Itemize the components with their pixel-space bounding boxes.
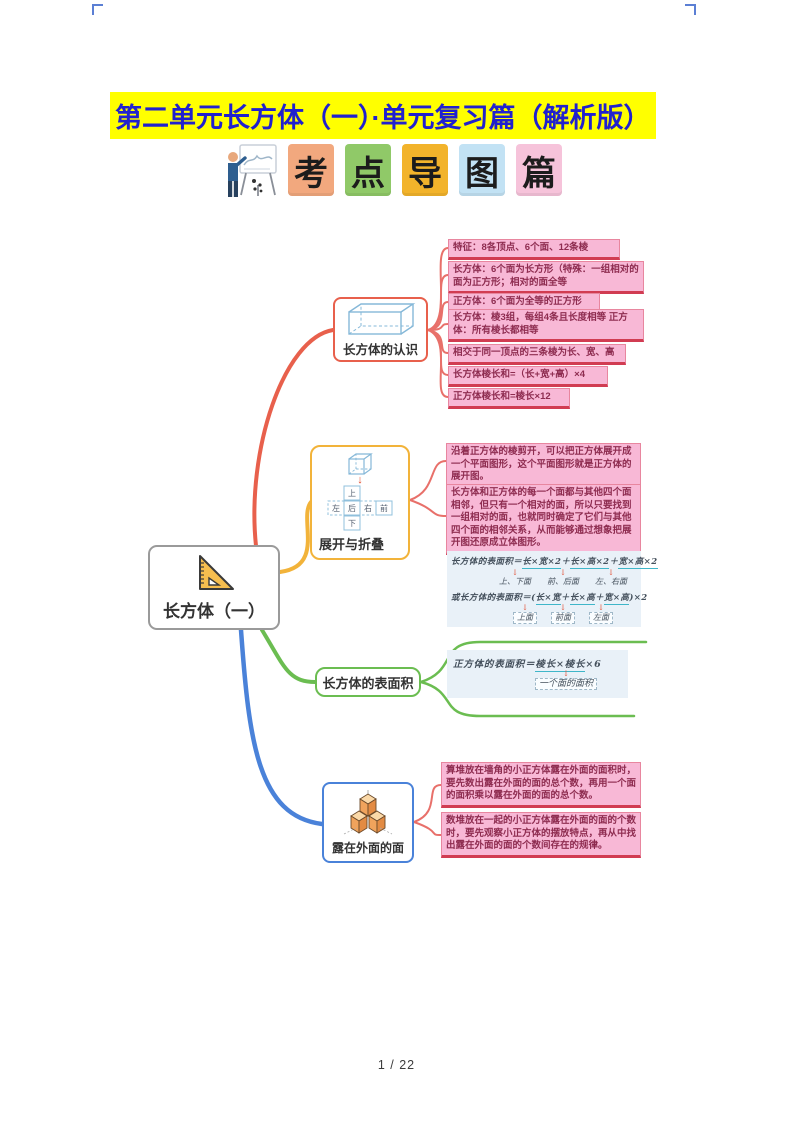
- page-number: 1 / 22: [377, 1058, 416, 1072]
- note-unfold-method: 长方体和正方体的每一个面都与其他四个面相邻，但只有一个相对的面，所以只要找到一组…: [446, 484, 641, 555]
- banner-tile-tu: 图: [459, 144, 505, 196]
- formula-label-left-right: ↓ 左、右面: [595, 568, 627, 587]
- banner-tile-dian: 点: [345, 144, 391, 196]
- stacked-cubes-icon: [343, 789, 393, 834]
- leaf-note-edge-sum-cuboid: 长方体棱长和=（长+宽+高）×4: [448, 366, 608, 387]
- banner-tiles: 考 点 导 图 篇: [288, 144, 562, 196]
- topic-node-surface-area: 长方体的表面积: [315, 667, 421, 697]
- formula-label-top-bottom: ↓ 上、下面: [499, 568, 531, 587]
- topic-node-cuboid-knowledge: 长方体的认识: [333, 297, 428, 362]
- leaf-note-edges: 长方体：棱3组，每组4条且长度相等 正方体：所有棱长都相等: [448, 309, 644, 342]
- presenter-illustration-icon: [228, 144, 277, 197]
- triangle-ruler-icon: [199, 555, 234, 590]
- cube-surface-formula-panel: 正方体的表面积＝棱长×棱长×6 ↓ 一个面的面积: [447, 650, 628, 698]
- arrow-down-icon: ↓: [521, 603, 529, 612]
- formula-label-left-face: ↓ 左面: [589, 604, 613, 624]
- note-exposed-area-method: 算堆放在墙角的小正方体露在外面的面积时，要先数出露在外面的面的总个数，再用一个面…: [441, 762, 641, 808]
- topic-node-unfold-fold: ↓ 上 左 后 右 前 下 展开与折叠: [310, 445, 410, 560]
- svg-text:上: 上: [348, 489, 356, 498]
- arrow-down-icon: ↓: [511, 568, 519, 577]
- leaf-note-edge-sum-cube: 正方体棱长和=棱长×12: [448, 388, 570, 409]
- svg-text:下: 下: [348, 519, 356, 528]
- leaf-note-features: 特征：8各顶点、6个面、12条棱: [448, 239, 620, 260]
- banner-tile-pian: 篇: [516, 144, 562, 196]
- banner-tile-kao: 考: [288, 144, 334, 196]
- topic-node-exposed-faces: 露在外面的面: [322, 782, 414, 863]
- svg-text:前: 前: [380, 503, 388, 513]
- formula-label-front-face: ↓ 前面: [551, 604, 575, 624]
- cuboid-wireframe-icon: [347, 303, 415, 335]
- formula-label-top-face: ↓ 上面: [513, 604, 537, 624]
- leaf-note-faces-cuboid: 长方体：6个面为长方形（特殊：一组相对的面为正方形；相对的面全等: [448, 261, 644, 294]
- cuboid-surface-formula-factored: 或长方体的表面积＝(长×宽＋长×高＋宽×高)×2: [451, 593, 648, 605]
- note-unfold-definition: 沿着正方体的棱剪开，可以把正方体展开成一个平面图形，这个平面图形就是正方体的展开…: [446, 443, 641, 489]
- root-node-label: 长方体（一）: [163, 602, 265, 621]
- banner-tile-dao: 导: [402, 144, 448, 196]
- table-corner-mark-right: [685, 4, 696, 15]
- topic-label-surface-area: 长方体的表面积: [322, 675, 414, 691]
- arrow-down-icon: ↓: [562, 669, 570, 678]
- formula-label-one-face-area: ↓ 一个面的面积: [535, 669, 598, 690]
- cube-wireframe-icon: [348, 453, 373, 475]
- cuboid-surface-formula-expanded: 长方体的表面积＝长×宽×2＋长×高×2＋宽×高×2: [451, 557, 658, 569]
- svg-text:后: 后: [348, 503, 356, 513]
- svg-text:右: 右: [364, 503, 372, 513]
- arrow-down-icon: ↓: [559, 568, 567, 577]
- arrow-down-icon: ↓: [597, 603, 605, 612]
- surface-area-formula-panel: 长方体的表面积＝长×宽×2＋长×高×2＋宽×高×2 ↓ 上、下面 ↓ 前、后面 …: [447, 551, 658, 627]
- root-node: 长方体（一）: [148, 545, 280, 630]
- cube-surface-formula: 正方体的表面积＝棱长×棱长×6: [453, 659, 602, 672]
- arrow-down-icon: ↓: [357, 474, 363, 486]
- arrow-down-icon: ↓: [559, 603, 567, 612]
- page-title: 第二单元长方体（一）·单元复习篇（解析版）: [110, 92, 656, 139]
- formula-label-front-back: ↓ 前、后面: [547, 568, 579, 587]
- topic-label-cuboid-knowledge: 长方体的认识: [342, 343, 418, 357]
- arrow-down-icon: ↓: [607, 568, 615, 577]
- table-corner-mark-left: [92, 4, 103, 15]
- banner: 考 点 导 图 篇: [224, 138, 574, 202]
- topic-label-exposed-faces: 露在外面的面: [331, 840, 404, 855]
- topic-label-unfold-fold: 展开与折叠: [319, 537, 385, 552]
- note-exposed-count-method: 数堆放在一起的小正方体露在外面的面的个数时，要先观察小正方体的摆放特点，再从中找…: [441, 812, 641, 858]
- leaf-note-lwh: 相交于同一顶点的三条棱为长、宽、高: [448, 344, 626, 365]
- svg-text:左: 左: [332, 503, 340, 513]
- cube-net-diagram: 上 左 后 右 前 下: [327, 485, 393, 531]
